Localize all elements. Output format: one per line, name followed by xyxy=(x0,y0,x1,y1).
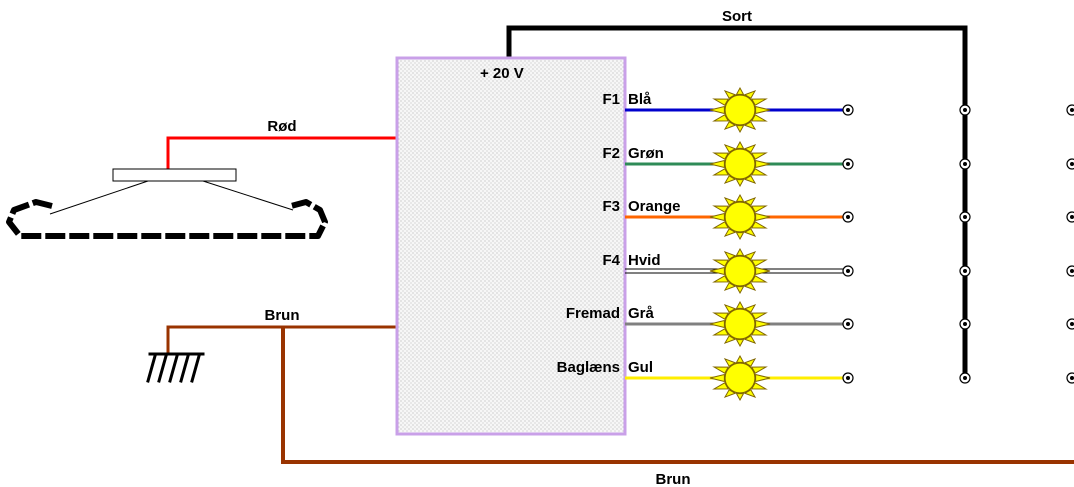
function-label: F4 xyxy=(602,252,620,269)
right-terminals xyxy=(959,104,1074,384)
wire-color-label: Grøn xyxy=(628,145,664,162)
brown-wire-bottom xyxy=(281,327,1074,464)
pickup-shoe xyxy=(6,168,328,239)
function-label: F1 xyxy=(602,91,620,108)
far-terminal xyxy=(1066,211,1074,223)
lamp-icon xyxy=(709,247,771,295)
lamp-icon xyxy=(709,354,771,402)
black-wire-sort xyxy=(506,25,968,378)
bus-terminal xyxy=(959,372,971,384)
function-label: Fremad xyxy=(566,305,620,322)
output-row: F1 Blå xyxy=(602,86,854,134)
output-row: F3 Orange xyxy=(602,193,854,241)
label-plus-20v: + 20 V xyxy=(480,65,524,82)
lamp-icon xyxy=(709,300,771,348)
brown-wire-ground xyxy=(166,325,397,354)
wire-color-label: Hvid xyxy=(628,252,661,269)
output-terminal xyxy=(842,104,854,116)
output-terminal xyxy=(842,265,854,277)
red-wire-rod xyxy=(166,136,397,169)
bus-terminal xyxy=(959,104,971,116)
bus-terminal xyxy=(959,158,971,170)
label-brun-bottom: Brun xyxy=(656,471,691,487)
bus-terminal xyxy=(959,318,971,330)
wire-color-label: Grå xyxy=(628,305,655,322)
output-terminal xyxy=(842,372,854,384)
output-terminal xyxy=(842,318,854,330)
lamp-icon xyxy=(709,140,771,188)
decoder-box xyxy=(395,56,627,436)
output-row: Fremad Grå xyxy=(566,300,854,348)
far-terminal xyxy=(1066,265,1074,277)
ground-symbol xyxy=(146,352,205,383)
output-terminal xyxy=(842,158,854,170)
bus-terminal xyxy=(959,265,971,277)
label-sort: Sort xyxy=(722,8,752,25)
function-label: F2 xyxy=(602,145,620,162)
far-terminal xyxy=(1066,104,1074,116)
function-label: Baglæns xyxy=(557,359,620,376)
wire-color-label: Orange xyxy=(628,198,681,215)
output-terminal xyxy=(842,211,854,223)
far-terminal xyxy=(1066,372,1074,384)
far-terminal xyxy=(1066,318,1074,330)
label-brun-left: Brun xyxy=(265,307,300,324)
far-terminal xyxy=(1066,158,1074,170)
lamp-icon xyxy=(709,86,771,134)
label-rod: Rød xyxy=(267,118,296,135)
wire-color-label: Blå xyxy=(628,91,652,108)
bus-terminal xyxy=(959,211,971,223)
output-row: F2 Grøn xyxy=(602,140,854,188)
wire-color-label: Gul xyxy=(628,359,653,376)
function-label: F3 xyxy=(602,198,620,215)
output-row: F4 Hvid xyxy=(602,247,854,295)
output-row: Baglæns Gul xyxy=(557,354,854,402)
lamp-icon xyxy=(709,193,771,241)
